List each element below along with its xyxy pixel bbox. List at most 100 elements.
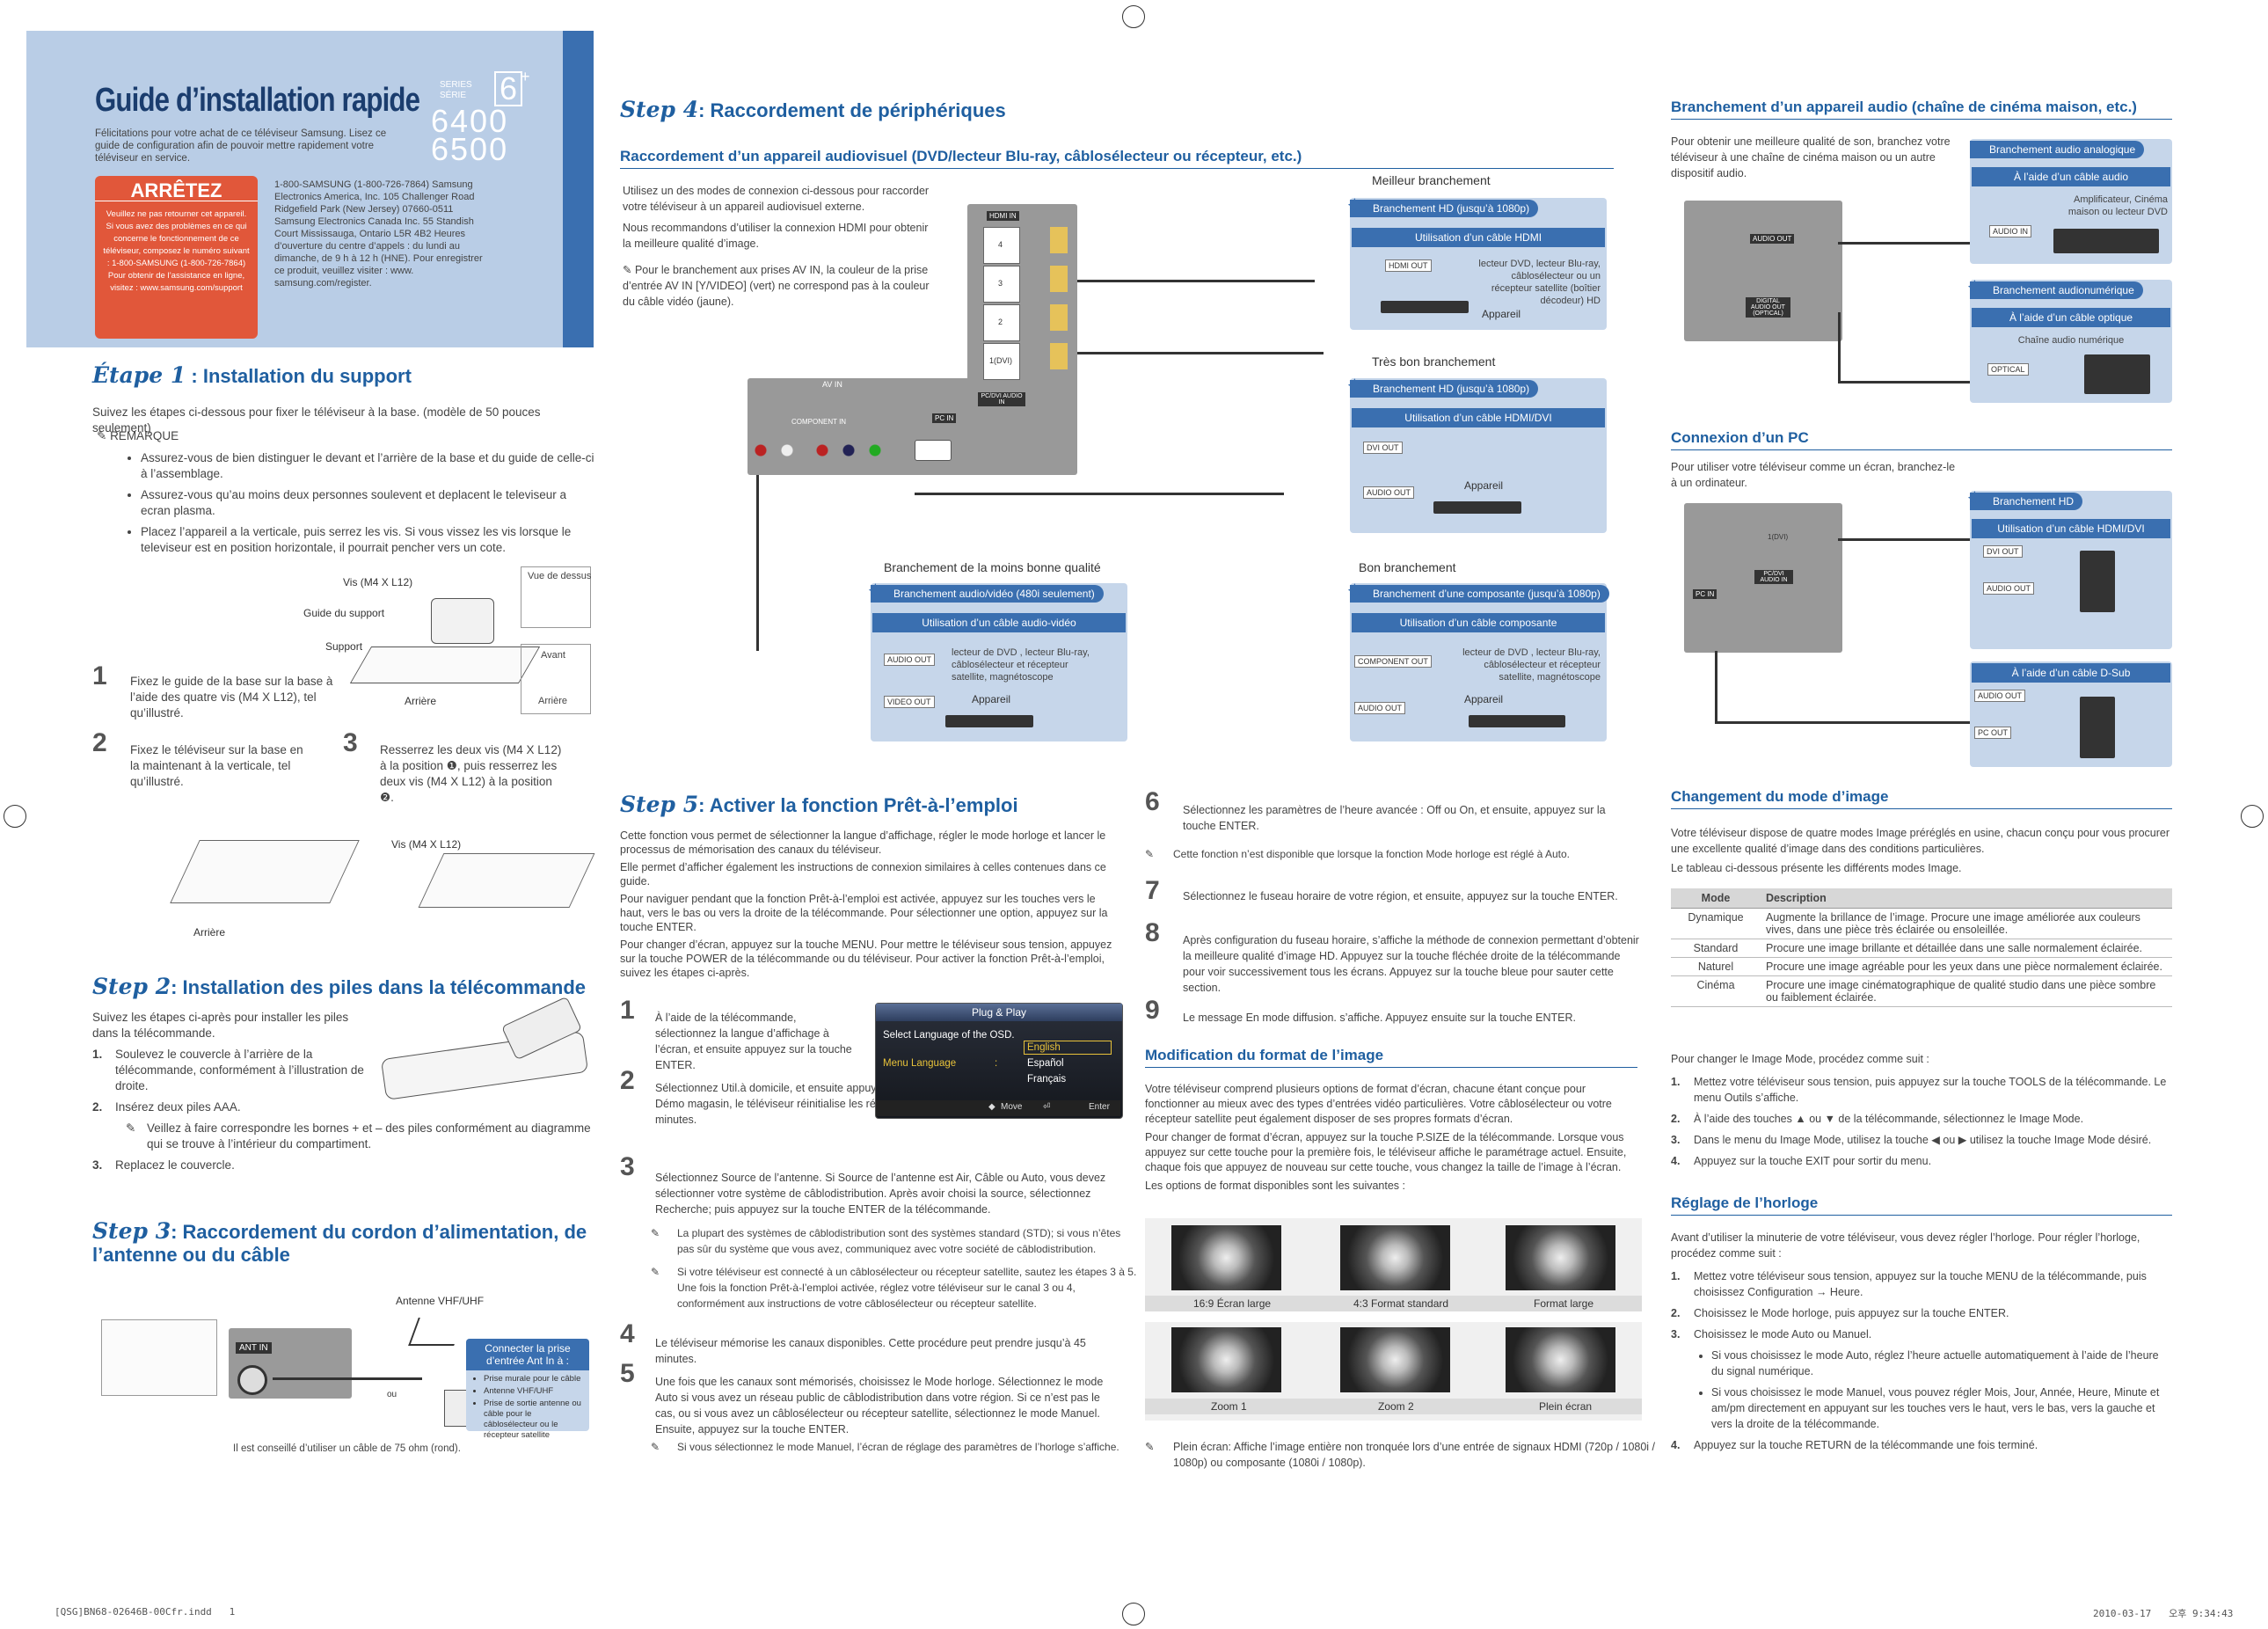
- table-row: Naturel Procure une image agréable pour …: [1671, 957, 2172, 976]
- step5-p3: Pour naviguer pendant que la fonction Pr…: [620, 893, 1108, 933]
- clock-title-wrap: Réglage de l’horloge: [1671, 1194, 2172, 1216]
- step5-n5: 5: [620, 1359, 635, 1388]
- step4-title: : Raccordement de périphériques: [698, 99, 1006, 121]
- remote-battery-diagram: [380, 996, 594, 1107]
- step4-note-text: Pour le branchement aux prises AV IN, la…: [623, 264, 930, 308]
- osd-option-english[interactable]: English: [1024, 1041, 1112, 1055]
- step3-box: Connecter la prise d’entrée Ant In à : P…: [466, 1339, 589, 1440]
- digital-box: ✸Branchement audionumérique À l’aide d’u…: [1967, 278, 2172, 403]
- antenna-diagram: ANT IN Antenne VHF/UHF ou Connecter la p…: [97, 1293, 598, 1460]
- very-good-pill: ✸Branchement HD (jusqu’à 1080p): [1347, 377, 1539, 398]
- analog-bar: À l’aide d’un câble audio: [1972, 167, 2170, 186]
- step5-p1: Cette fonction vous permet de sélectionn…: [620, 829, 1106, 856]
- step3-box-item: Antenne VHF/UHF: [484, 1386, 586, 1397]
- optical-cable: [1838, 312, 1841, 383]
- list-item: 2.Choisissez le Mode horloge, puis appuy…: [1671, 1307, 2009, 1319]
- etape1-bullet: Placez l’appareil a la verticale, puis s…: [141, 524, 598, 556]
- pc-title-wrap: Connexion d’un PC: [1671, 429, 2172, 450]
- step4-p2: Nous recommandons d’utiliser la connexio…: [623, 222, 929, 250]
- step5-n8: 8: [1145, 918, 1160, 947]
- osd-option-espanol[interactable]: Español: [1027, 1058, 1064, 1069]
- format-note: ✎Plein écran: Affiche l’image entière no…: [1145, 1441, 1656, 1469]
- format-grid: 16:9 Écran large 4:3 Format standard For…: [1145, 1218, 1642, 1421]
- flower-image-zoom2: [1340, 1327, 1450, 1392]
- step2-label: Step 2: [92, 974, 171, 999]
- mode-desc: Procure une image brillante et détaillée…: [1761, 939, 2172, 958]
- very-good-port2: AUDIO OUT: [1363, 486, 1415, 499]
- very-good-bar: Utilisation d’un câble HDMI/DVI: [1352, 408, 1605, 427]
- star-icon: ✸: [1967, 278, 1982, 297]
- step5-s3: Sélectionnez Source de l’antenne. Si Sou…: [655, 1172, 1106, 1216]
- good-pill: ✸Branchement d’une composante (jusqu’à 1…: [1347, 582, 1609, 603]
- step2-title: : Installation des piles dans la télécom…: [171, 976, 587, 998]
- digital-out-label: DIGITAL AUDIO OUT (OPTICAL): [1746, 297, 1790, 318]
- step5-n6: 6: [1145, 787, 1160, 816]
- registration-mark-left: [4, 805, 26, 828]
- step4-subtitle-wrap: Raccordement d’un appareil audiovisuel (…: [620, 148, 1614, 169]
- cover-contact: 1-800-SAMSUNG (1-800-726-7864) Samsung E…: [274, 179, 483, 289]
- good-header: Bon branchement: [1359, 560, 1456, 574]
- stand-diagram: Vis (M4 X L12) Guide du support Support …: [290, 563, 598, 726]
- clock-body: Avant d’utiliser la minuterie de votre t…: [1671, 1230, 2172, 1458]
- mode-text: Votre téléviseur dispose de quatre modes…: [1671, 825, 2172, 880]
- step5-n2: 2: [620, 1066, 635, 1095]
- hdmi-port-4: 4: [983, 227, 1020, 264]
- osd-enter: Enter: [1089, 1102, 1110, 1112]
- star-icon: ✸: [868, 581, 883, 601]
- step4-p1: Utilisez un des modes de connexion ci-de…: [623, 185, 930, 213]
- note-icon: ✎: [623, 264, 635, 276]
- step3-box-title: Connecter la prise d’entrée Ant In à :: [466, 1339, 589, 1370]
- step3-heading: Step 3: Raccordement du cordon d’aliment…: [92, 1218, 602, 1267]
- pc-pill: ✸Branchement HD: [1967, 490, 2083, 510]
- osd-option-francais[interactable]: Français: [1027, 1074, 1067, 1085]
- analog-port: AUDIO IN: [1989, 225, 2032, 237]
- step5-n3b: ✎Si votre téléviseur est connecté à un c…: [651, 1266, 1137, 1310]
- etape1-intro: Suivez les étapes ci-dessous pour fixer …: [92, 405, 541, 435]
- step5-n3: 3: [620, 1152, 635, 1181]
- front-view-box: [521, 644, 591, 714]
- format-label-full: Plein écran: [1539, 1400, 1593, 1413]
- cable-hdmi-best: [1077, 280, 1315, 282]
- analog-box: Branchement audio analogique À l’aide d’…: [1970, 139, 2172, 264]
- format-label-bar-top: [1145, 1296, 1642, 1311]
- osd-title: Plug & Play: [876, 1004, 1122, 1021]
- osd-footer: ◆ Move ⏎ Enter: [876, 1100, 1120, 1116]
- optical-cable-h: [1838, 381, 1970, 384]
- audio-title: Branchement d’un appareil audio (chaîne …: [1671, 99, 2137, 115]
- model-6400: 6400: [431, 103, 509, 139]
- mode-desc: Procure une image cinématographique de q…: [1761, 975, 2172, 1007]
- tv-shape-right: [418, 853, 595, 908]
- flower-image-169: [1171, 1225, 1281, 1290]
- format-label-43: 4:3 Format standard: [1353, 1297, 1449, 1310]
- step2-item: 2.Insérez deux piles AAA.: [92, 1100, 241, 1114]
- list-item: 4.Appuyez sur la touche RETURN de la tél…: [1671, 1439, 2038, 1451]
- step2-item: 3.Replacez le couvercle.: [92, 1158, 235, 1172]
- format-label-bar-bottom: [1145, 1399, 1642, 1414]
- label-guide: Guide du support: [303, 607, 385, 619]
- mode-name: Cinéma: [1671, 975, 1761, 1007]
- star-icon: ✸: [1347, 196, 1362, 215]
- cover-intro: Félicitations pour votre achat de ce tél…: [95, 128, 387, 164]
- format-label-zoom2: Zoom 2: [1378, 1400, 1414, 1413]
- coax-cable: [273, 1377, 422, 1380]
- step3-box-item: Prise murale pour le câble: [484, 1374, 586, 1384]
- lowest-port1: AUDIO OUT: [884, 654, 936, 666]
- mode-title: Changement du mode d’image: [1671, 788, 1889, 805]
- very-good-device-icon: [1433, 501, 1521, 514]
- lowest-header: Branchement de la moins bonne qualité: [884, 560, 1101, 574]
- pc-dvi-label: 1(DVI): [1768, 533, 1789, 541]
- clock-bullet: Si vous choisissez le mode Auto, réglez …: [1711, 1348, 2172, 1379]
- remarque-label: REMARQUE: [110, 429, 179, 442]
- digital-bar: À l’aide d’un câble optique: [1972, 308, 2170, 327]
- hdmi-port-3: 3: [983, 266, 1020, 303]
- list-item: 3.Dans le menu du Image Mode, utilisez l…: [1671, 1134, 2152, 1146]
- note-icon: ✎: [651, 1227, 660, 1239]
- good-desc: lecteur de DVD , lecteur Blu-ray, câblos…: [1462, 647, 1601, 683]
- ant-in-label: ANT IN: [236, 1342, 272, 1354]
- mode-table: Mode Description Dynamique Augmente la b…: [1671, 888, 2172, 1007]
- very-good-device: Appareil: [1464, 479, 1504, 492]
- stop-title: ARRÊTEZ: [95, 181, 258, 201]
- move-icon: ◆: [988, 1102, 995, 1112]
- lowest-box: ✸Branchement audio/vidéo (480i seulement…: [868, 581, 1127, 741]
- digital-audio-icon: [2084, 354, 2150, 394]
